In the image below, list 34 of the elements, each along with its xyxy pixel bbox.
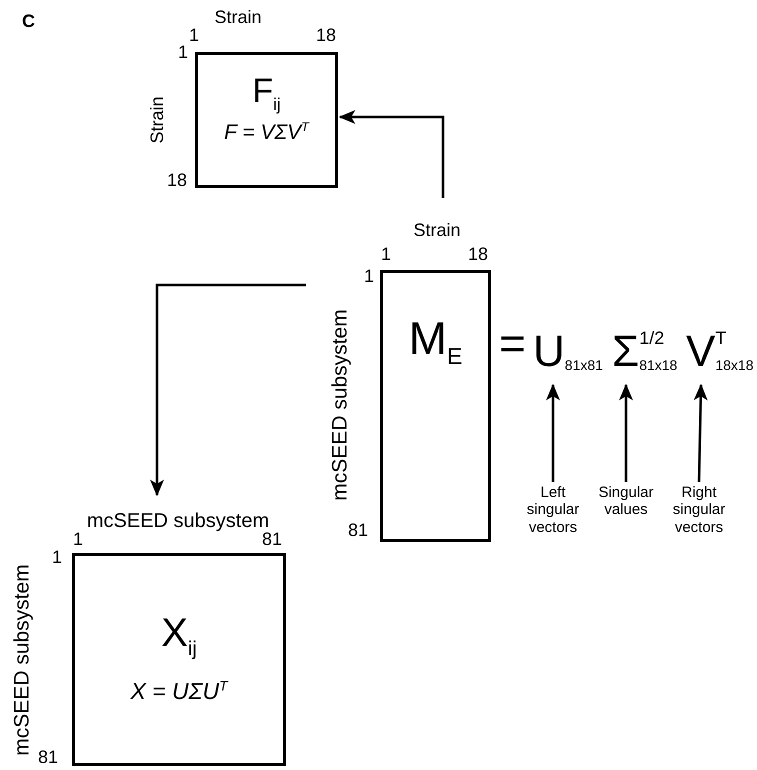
index-label: 81 — [262, 530, 282, 548]
matrix-symbol: F$_{ij}$ — [252, 73, 281, 114]
formula: F = VΣV$^{T}$ — [224, 120, 309, 146]
axis-label: Strain — [413, 221, 461, 239]
arrow — [694, 384, 708, 482]
matrix-box — [195, 52, 338, 188]
arrow — [546, 384, 560, 482]
index-label: 18 — [468, 245, 488, 263]
matrix-box — [380, 270, 491, 542]
axis-label: mcSEED subsystem — [86, 511, 270, 531]
equation-term: U$_{81x81}$ — [533, 322, 603, 382]
axis-label: mcSEED subsystem — [12, 564, 32, 756]
index-label: 1 — [73, 530, 83, 548]
index-label: 81 — [348, 521, 368, 539]
index-label: 1 — [364, 267, 374, 285]
matrix-box — [72, 553, 286, 766]
axis-label: Strain — [214, 8, 262, 26]
index-label: 81 — [38, 748, 58, 766]
panel-letter: C — [22, 12, 35, 30]
arrow — [150, 284, 306, 496]
axis-label: mcSEED subsystem — [330, 309, 350, 501]
equals-sign: = — [499, 320, 526, 366]
index-label: 18 — [166, 171, 188, 189]
formula: X = UΣU$^{T}$ — [130, 678, 228, 705]
index-label: 1 — [189, 26, 199, 44]
index-label: 1 — [381, 245, 391, 263]
index-label: 18 — [316, 26, 336, 44]
axis-label: Strain — [148, 96, 166, 144]
index-label: 1 — [52, 548, 62, 566]
matrix-symbol: X$_{ij}$ — [161, 611, 197, 660]
index-label: 1 — [178, 43, 188, 61]
matrix-symbol: M$_{E}$ — [408, 313, 462, 370]
arrow — [619, 384, 633, 482]
arrow — [338, 110, 444, 198]
